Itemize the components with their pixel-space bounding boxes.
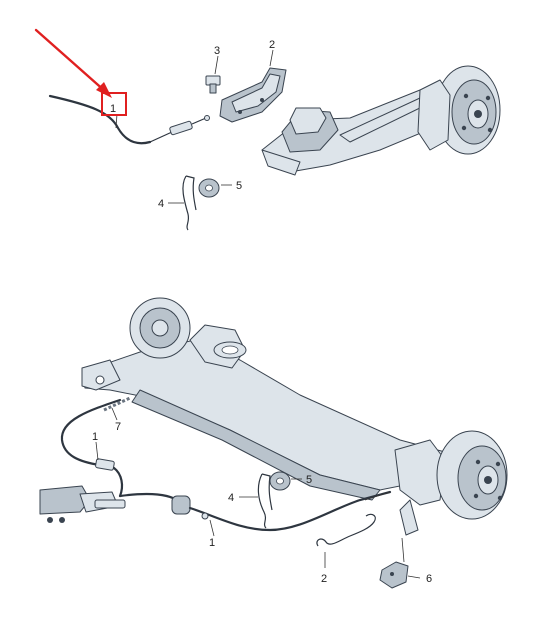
bottom-handbrake-lever <box>39 485 126 523</box>
top-washer-part <box>198 178 220 198</box>
bottom-illustration: 1 7 1 4 5 2 6 <box>39 297 508 589</box>
top-bolt-callout: 3 <box>214 45 220 57</box>
bottom-cable-right <box>118 490 392 532</box>
bottom-holder-part <box>379 561 409 589</box>
bottom-brake-drum <box>394 430 508 536</box>
bottom-clip-callout: 2 <box>321 573 327 585</box>
top-cable-callout: 1 <box>110 103 116 115</box>
bottom-left-bushing <box>81 297 191 391</box>
bottom-cable-left-callout: 1 <box>92 431 98 443</box>
red-box-highlight <box>101 92 127 116</box>
red-arrow-icon <box>34 28 112 98</box>
top-brake-drum <box>417 65 501 155</box>
bottom-axle-beam <box>81 324 446 501</box>
bottom-cable-right-callout: 1 <box>209 537 215 549</box>
top-bracket-part <box>219 67 287 123</box>
bottom-spring-callout: 4 <box>228 492 234 504</box>
top-bolt-part <box>205 75 221 94</box>
top-illustration: 3 2 1 4 5 <box>34 28 501 231</box>
bottom-cable-left <box>60 398 124 498</box>
top-cable-part <box>48 94 210 145</box>
bottom-washer-part <box>269 471 291 491</box>
top-axle-arm <box>261 89 446 176</box>
top-bracket-callout: 2 <box>269 39 275 51</box>
bottom-spring-clip-part <box>257 473 273 529</box>
bottom-holder-callout: 6 <box>426 573 432 585</box>
top-washer-callout: 5 <box>236 180 242 192</box>
bottom-clip-part <box>316 513 376 547</box>
top-spring-callout: 4 <box>158 198 164 210</box>
bottom-tube-callout: 7 <box>115 421 121 433</box>
top-spring-clip-part <box>182 175 197 231</box>
bottom-washer-callout: 5 <box>306 474 312 486</box>
